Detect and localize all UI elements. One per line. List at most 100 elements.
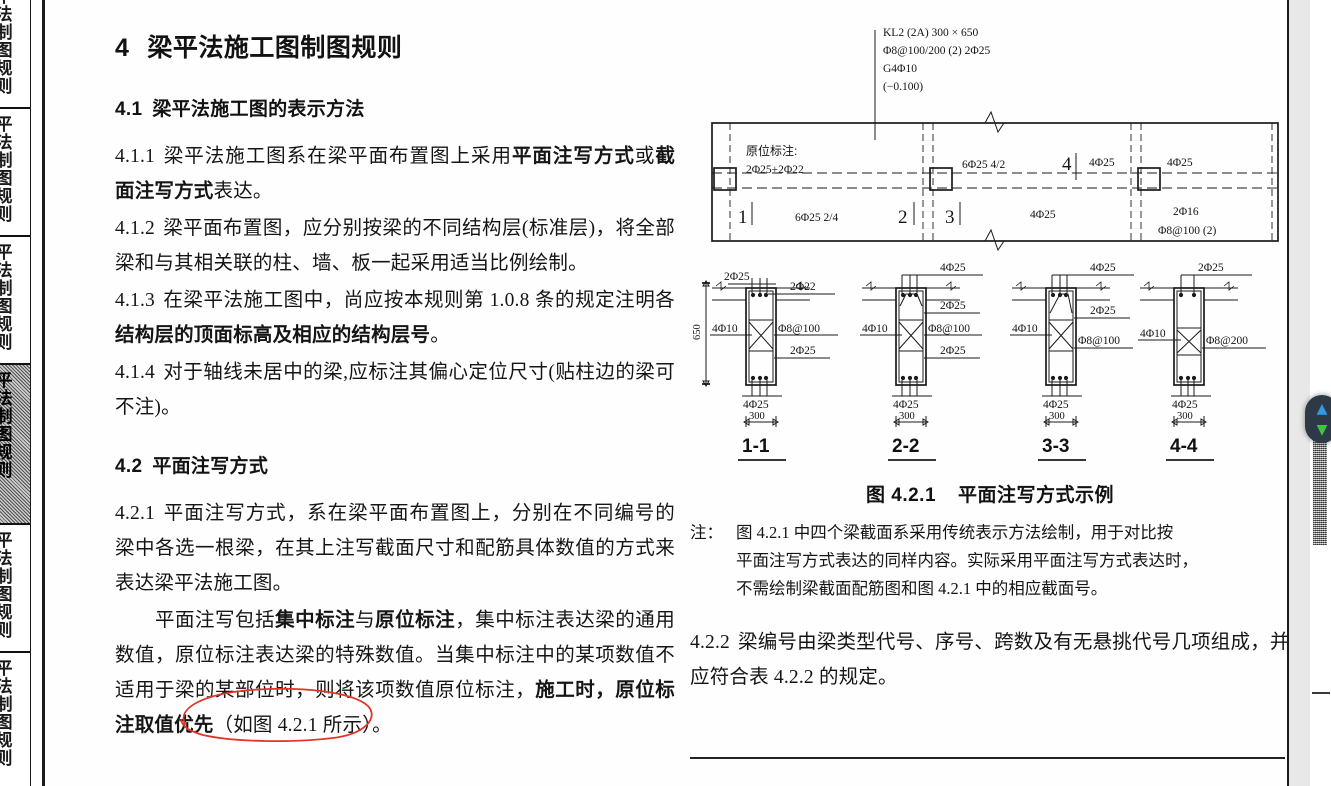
section-1-1-side-bar: 4Φ10 xyxy=(712,323,738,335)
section-1-1-stirrup: Φ8@100 xyxy=(778,323,820,335)
edge-tab-5[interactable]: 平法制图规则 xyxy=(0,524,30,652)
figure-column-right: .ln { stroke:#1a1a1a; stroke-width:1; fi… xyxy=(690,10,1290,695)
section-3-3-name: 3-3 xyxy=(1042,436,1069,457)
paragraph-text: 平面注写包括 xyxy=(155,610,276,631)
figure-caption-title: 平面注写方式示例 xyxy=(958,485,1115,506)
section-1-1-name: 1-1 xyxy=(742,436,770,457)
figure-note-line-3: 不需绘制梁截面配筋图和图 4.2.1 中的相应截面号。 xyxy=(736,579,1108,598)
section-4-4-stirrup: Φ8@200 xyxy=(1206,335,1248,347)
section-mark-2: 2 xyxy=(898,202,915,228)
section-mark-4: 4 xyxy=(1062,153,1077,180)
section-4-4-side-bar: 4Φ10 xyxy=(1140,328,1166,340)
paragraph-number: 4.1.1 xyxy=(115,146,155,167)
svg-text:2: 2 xyxy=(898,207,908,228)
edge-tab-2[interactable]: 平法制图规则 xyxy=(0,108,30,236)
section-3-3-upper-right-bar: 2Φ25 xyxy=(1090,305,1116,317)
section-4-4-bottom-bar: 4Φ25 xyxy=(1172,399,1198,411)
emphasis-text: 集中标注 xyxy=(275,609,356,631)
callout-line-3: G4Φ10 xyxy=(883,63,917,75)
tab-strip-divider xyxy=(30,0,32,786)
svg-text:4: 4 xyxy=(1062,154,1072,175)
emphasis-text: 原位标注 xyxy=(375,609,456,631)
section-1-1-top-right-bar: 2Φ22 xyxy=(790,281,816,293)
subsection-title: 梁平法施工图的表示方法 xyxy=(152,99,365,120)
page-bottom-rule xyxy=(690,757,1285,759)
paragraph-number: 4.1.2 xyxy=(115,218,155,239)
figure-caption-label: 图 4.2.1 xyxy=(865,485,937,506)
paragraph-text: （如图 4.2.1 所示）。 xyxy=(213,715,392,736)
section-2-2-mid-right-bar: 2Φ25 xyxy=(940,345,966,357)
section-mark-1: 1 xyxy=(738,202,753,228)
section-4-4-top-bar: 2Φ25 xyxy=(1198,262,1224,274)
beam-plan-view: 原位标注: 2Φ25+2Φ22 1 2 3 xyxy=(711,110,1279,252)
text-column-left: 4 梁平法施工图制图规则 4.1 梁平法施工图的表示方法 4.1.1 梁平法施工图系在… xyxy=(115,28,675,745)
plan-local-label: 原位标注: xyxy=(746,143,797,158)
paragraph-text: 与 xyxy=(355,610,376,631)
paragraph-4-2-1-cont: 平面注写包括集中标注与原位标注，集中标注表达梁的通用数值，原位标注表达梁的特殊数… xyxy=(115,603,675,743)
section-2-2-top-bar: 4Φ25 xyxy=(940,262,966,274)
edge-tab-6[interactable]: 平法制图规则 xyxy=(0,652,30,786)
paragraph-number: 4.2.1 xyxy=(115,503,155,524)
paragraph-number: 4.1.4 xyxy=(115,362,155,383)
section-1-1-width: 300 xyxy=(749,411,765,422)
plan-local-value: 2Φ25+2Φ22 xyxy=(746,164,804,176)
figure-note-line-1: 图 4.2.1 中四个梁截面系采用传统表示方法绘制，用于对比按 xyxy=(736,523,1174,542)
page-left-border xyxy=(42,0,45,786)
paragraph-text: 。 xyxy=(430,325,450,346)
scroll-up-icon[interactable]: ▲ xyxy=(1316,400,1328,417)
paragraph-text: 表达。 xyxy=(213,181,273,202)
edge-tab-label: 平法制图规则 xyxy=(0,371,12,479)
section-3-3-top-bar: 4Φ25 xyxy=(1090,262,1116,274)
paragraph-text: 梁平法施工图系在梁平面布置图上采用 xyxy=(163,146,512,167)
paragraph-text: 在梁平法施工图中，尚应按本规则第 1.0.8 条的规定注明各 xyxy=(163,290,675,311)
section-3-3-side-bar: 4Φ10 xyxy=(1012,323,1038,335)
subsection-number: 4.1 xyxy=(115,99,143,120)
page-right-border xyxy=(1286,0,1289,786)
edge-tab-1[interactable]: 平法制图规则 xyxy=(0,0,30,108)
scroll-down-icon[interactable]: ▼ xyxy=(1316,421,1328,438)
plan-span3-stirrup: Φ8@100 (2) xyxy=(1158,225,1216,237)
emphasis-text: 施工时， xyxy=(535,679,616,701)
section-3-3-bottom-bar: 4Φ25 xyxy=(1043,399,1069,411)
section-2-2-stirrup: Φ8@100 xyxy=(928,323,970,335)
section-3-3-stirrup: Φ8@100 xyxy=(1078,335,1120,347)
subsection-number: 4.2 xyxy=(115,456,143,477)
section-2-2-width: 300 xyxy=(899,411,915,422)
paragraph-number: 4.1.3 xyxy=(115,290,155,311)
svg-text:3: 3 xyxy=(945,207,955,228)
edge-tab-4-active[interactable]: 平法制图规则 xyxy=(0,364,30,524)
callout-line-2: Φ8@100/200 (2) 2Φ25 xyxy=(883,45,991,57)
plan-span1-bottom: 6Φ25 2/4 xyxy=(795,212,838,224)
vertical-scrollbar-thumb[interactable] xyxy=(1313,430,1327,545)
section-1-1-bottom-bar: 4Φ25 xyxy=(743,399,769,411)
section-3-3: 4Φ25 4Φ10 2Φ25 Φ8@100 4Φ25 xyxy=(1010,262,1134,461)
edge-tab-label: 平法制图规则 xyxy=(0,531,12,639)
emphasis-text: 截面注写方式 xyxy=(115,145,676,202)
subsection-title: 平面注写方式 xyxy=(152,456,269,477)
page-title: 4 梁平法施工图制图规则 xyxy=(115,28,675,64)
paragraph-number: 4.2.2 xyxy=(690,632,730,653)
section-1-1-height: 650 xyxy=(692,324,703,340)
subsection-4-1-heading: 4.1 梁平法施工图的表示方法 xyxy=(115,94,675,121)
edge-tab-label: 平法制图规则 xyxy=(0,243,12,351)
section-number: 4 xyxy=(115,34,130,62)
page-navigation-widget[interactable]: ▲ ▼ xyxy=(1305,395,1331,443)
beam-plan-and-sections-drawing: .ln { stroke:#1a1a1a; stroke-width:1; fi… xyxy=(692,27,1279,461)
paragraph-4-1-3: 4.1.3 在梁平法施工图中，尚应按本规则第 1.0.8 条的规定注明各结构层的顶… xyxy=(115,283,675,353)
page-edge-tab-strip: 平法制图规则 平法制图规则 平法制图规则 平法制图规则 平法制图规则 平法制图规… xyxy=(0,0,30,786)
callout-line-1: KL2 (2A) 300 × 650 xyxy=(883,27,979,39)
callout-line-4: (−0.100) xyxy=(883,81,923,93)
subsection-4-2-heading: 4.2 平面注写方式 xyxy=(115,451,675,478)
section-title: 梁平法施工图制图规则 xyxy=(147,34,403,62)
edge-tab-label: 平法制图规则 xyxy=(0,115,12,223)
figure-4-2-1: .ln { stroke:#1a1a1a; stroke-width:1; fi… xyxy=(690,10,1290,480)
section-2-2-side-bar: 4Φ10 xyxy=(862,323,888,335)
paragraph-text: 梁编号由梁类型代号、序号、跨数及有无悬挑代号几项组成，并应符合表 4.2.2 的… xyxy=(690,632,1290,688)
section-1-1-top-left-bar: 2Φ25 xyxy=(724,271,750,283)
edge-tab-3[interactable]: 平法制图规则 xyxy=(0,236,30,364)
emphasis-text: 结构层的顶面标高及相应的结构层号 xyxy=(115,324,431,346)
